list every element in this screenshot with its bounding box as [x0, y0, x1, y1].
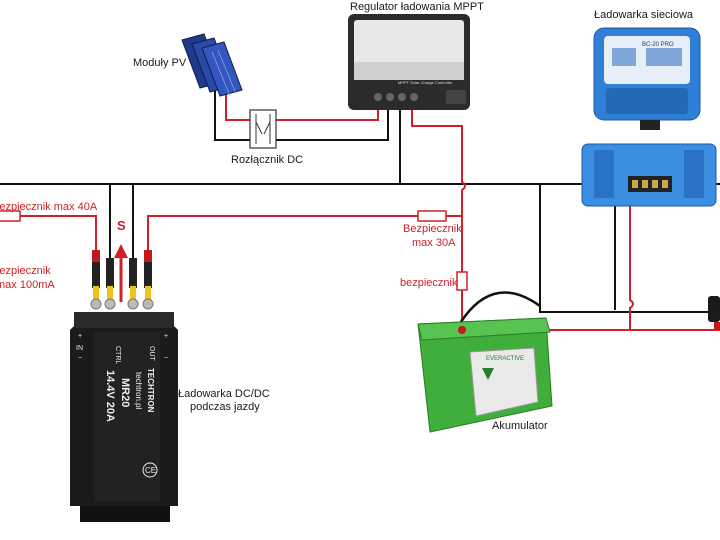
- wire-battery-minus: [539, 184, 720, 313]
- fuse-40a: [0, 210, 21, 222]
- dcdc-out-minus: −: [164, 355, 168, 362]
- fuse-30a: [417, 210, 447, 222]
- dcdc-in-plus: +: [78, 333, 82, 340]
- dcdc-ce-mark: CE: [142, 462, 158, 478]
- wire-fuse40: [0, 215, 97, 258]
- dcdc-out: OUT: [148, 346, 155, 362]
- battery-brand: EVERACTIVE: [486, 356, 524, 362]
- mains-charger-label: Ładowarka sieciowa: [594, 9, 694, 21]
- dcdc-label-2: podczas jazdy: [190, 401, 260, 413]
- mppt-panel-text: MPPT Solar Charge Controller: [398, 80, 453, 85]
- wire-mppt-plus: [411, 108, 466, 272]
- right-edge-connector: [708, 296, 720, 330]
- dcdc-brand: TECHTRON: [146, 368, 155, 413]
- fuse-battery: [456, 271, 468, 291]
- wire-switch-to-mppt-minus: [276, 108, 389, 141]
- svg-text:CE: CE: [145, 466, 156, 475]
- wire-pv-minus: [214, 90, 250, 141]
- fuse-40a-label: Bezpiecznik max 40A: [0, 201, 98, 213]
- dcdc-out-plus: +: [164, 333, 168, 340]
- mppt-label: Regulator ładowania MPPT: [350, 1, 484, 13]
- pv-modules-label: Moduły PV: [133, 57, 187, 69]
- mains-charger-front: BC-20 PRO: [593, 27, 701, 130]
- dcdc-terminals: [90, 250, 154, 310]
- dcdc-model: MR20: [119, 378, 131, 407]
- wire-pv-plus: [225, 90, 250, 121]
- s-marker-arrow: [114, 244, 128, 302]
- mppt-regulator: MPPT Solar Charge Controller: [348, 14, 470, 110]
- dcdc-url: techtron.pl: [134, 372, 143, 410]
- fuse-30a-label-1: Bezpiecznik: [403, 223, 462, 235]
- mains-charger-connector: [581, 143, 717, 207]
- wire-charger-plus: [629, 205, 634, 330]
- fuse-100ma-label-2: max 100mA: [0, 279, 55, 291]
- dcdc-in-minus: −: [78, 355, 82, 362]
- charger-model: BC-20 PRO: [642, 42, 674, 48]
- battery-label: Akumulator: [492, 420, 548, 432]
- s-marker-label: S: [117, 218, 126, 233]
- pv-modules: [181, 33, 243, 97]
- dc-switch: [249, 109, 277, 149]
- fuse-100ma-label-1: Bezpiecznik: [0, 265, 51, 277]
- dcdc-terminal-labels: + IN − CTRL + OUT −: [76, 333, 168, 364]
- dcdc-label-1: Ładowarka DC/DC: [178, 388, 270, 400]
- fuse-battery-label: bezpiecznik: [400, 277, 458, 289]
- wire-switch-to-mppt-plus: [276, 108, 379, 121]
- dcdc-ctrl: CTRL: [114, 346, 121, 364]
- dcdc-charger: [70, 312, 178, 522]
- dcdc-in: IN: [76, 345, 83, 352]
- dcdc-branding: TECHTRON techtron.pl MR20 14.4V 20A: [104, 368, 155, 422]
- dcdc-rating: 14.4V 20A: [104, 370, 116, 422]
- dc-switch-label: Rozłącznik DC: [231, 154, 303, 166]
- fuse-30a-label-2: max 30A: [412, 237, 456, 249]
- battery: EVERACTIVE: [417, 291, 553, 433]
- wire-dcdc-out-plus: [147, 215, 418, 258]
